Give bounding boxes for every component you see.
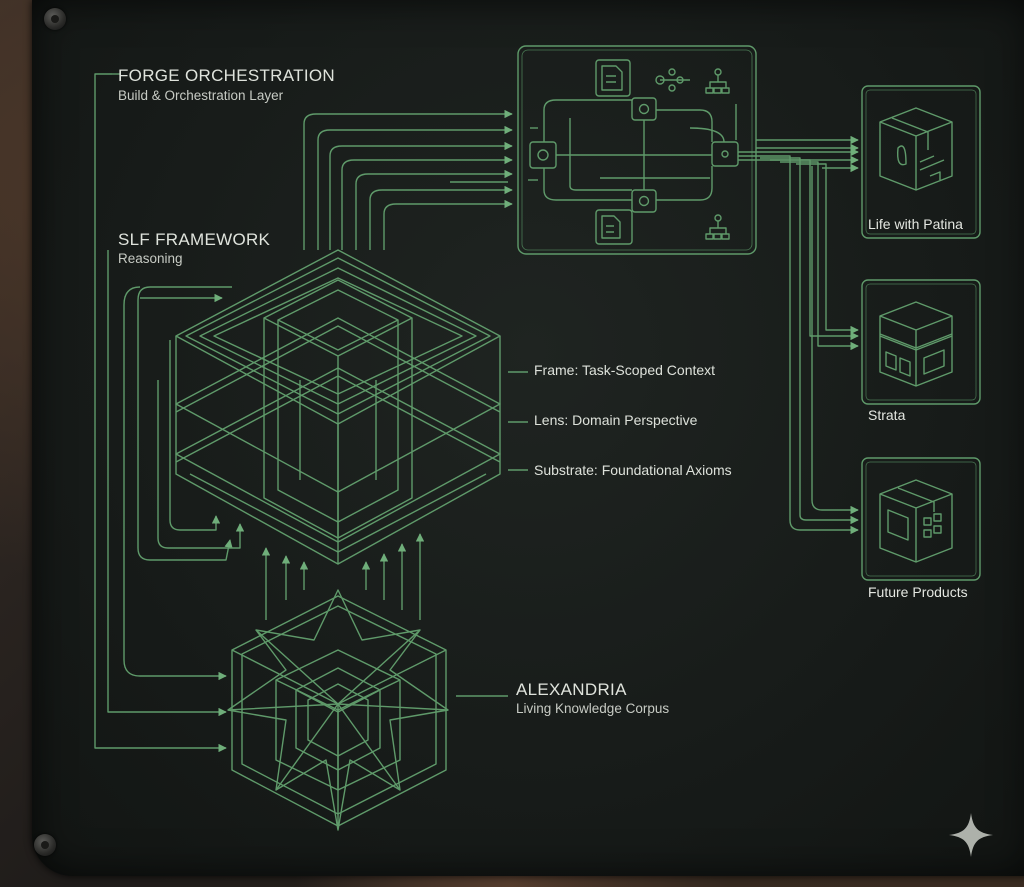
- layer-lens-label: Lens: Domain Perspective: [534, 412, 698, 428]
- document-icon: [601, 65, 623, 239]
- alexandria-cube: [227, 589, 449, 831]
- screw-icon: [34, 834, 56, 856]
- forge-subtitle: Build & Orchestration Layer: [118, 88, 284, 103]
- product-label-future-products: Future Products: [868, 584, 968, 600]
- forge-title: FORGE ORCHESTRATION: [118, 66, 335, 85]
- orchestration-box: [517, 45, 757, 255]
- alexandria-to-slf-arrows: [261, 533, 425, 620]
- product-box-future-products: [861, 457, 981, 581]
- org-chart-icon: [705, 68, 730, 240]
- forge-input-arrows: [303, 109, 513, 250]
- product-box-strata: [861, 279, 981, 405]
- sparkle-icon: [949, 813, 993, 857]
- product-label-life-with-patina: Life with Patina: [868, 216, 963, 232]
- product-label-strata: Strata: [868, 407, 906, 423]
- network-icon: [655, 68, 684, 92]
- layer-frame-label: Frame: Task-Scoped Context: [534, 362, 716, 378]
- slf-framework-cube: [175, 249, 501, 565]
- layer-substrate-label: Substrate: Foundational Axioms: [534, 462, 732, 478]
- slf-title: SLF FRAMEWORK: [118, 230, 271, 249]
- layer-pointers: [456, 371, 528, 697]
- alexandria-subtitle: Living Knowledge Corpus: [516, 701, 670, 716]
- product-connectors: [738, 135, 859, 535]
- screw-icon: [44, 8, 66, 30]
- gear-icon: [537, 103, 650, 207]
- left-bus-connectors: [94, 73, 245, 753]
- alexandria-title: ALEXANDRIA: [516, 680, 627, 699]
- product-box-life-with-patina: [861, 85, 981, 239]
- slf-subtitle: Reasoning: [118, 251, 183, 266]
